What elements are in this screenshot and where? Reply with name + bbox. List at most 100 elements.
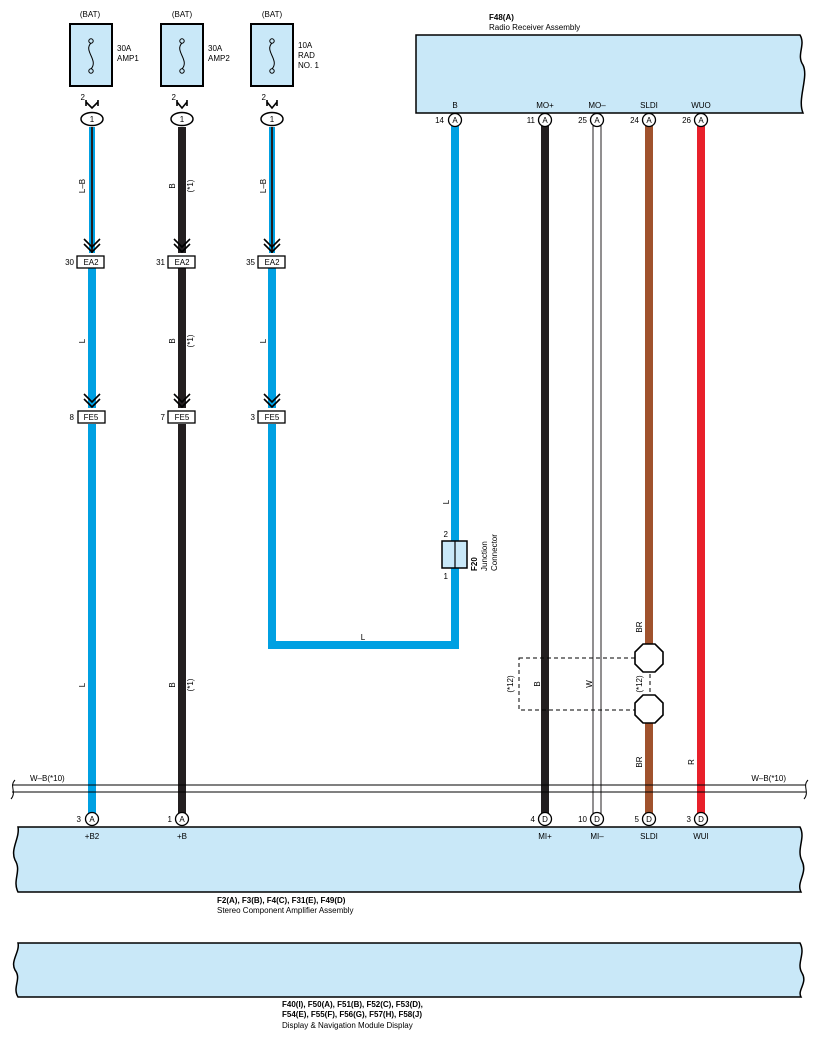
junction-pin-top: 2 (444, 530, 449, 539)
fuse-rating: 30A (208, 44, 223, 53)
radio-pin-name: WUO (691, 101, 711, 110)
ea2-label: EA2 (264, 258, 280, 267)
fuse-name: AMP1 (117, 54, 139, 63)
fuse-source: (BAT) (172, 10, 193, 19)
wire-wuo (697, 126, 705, 814)
amp-pin-conn: D (698, 815, 704, 824)
junction-name-2: Connector (490, 534, 499, 571)
amp-pin-num: 1 (168, 815, 173, 824)
fuse-pin: 2 (81, 93, 86, 102)
wire-color: L–B (259, 179, 268, 193)
junction-pin-bottom: 1 (444, 572, 449, 581)
wire-color: L (78, 338, 87, 343)
wire-amp2-circuit (178, 127, 186, 814)
fe5-label: FE5 (175, 413, 190, 422)
fe5-pin: 7 (161, 413, 166, 422)
radio-name: Radio Receiver Assembly (489, 23, 580, 32)
wire-mo-plus (541, 126, 549, 814)
amp-pin-num: 3 (77, 815, 82, 824)
bus-label-left: W–B(*10) (30, 774, 65, 783)
radio-code: F48(A) (489, 13, 514, 22)
amp-pins: 3 A 1 A 4 D 10 D 5 D 3 D (77, 811, 709, 827)
display-navigation-module: F40(I), F50(A), F51(B), F52(C), F53(D), … (12, 942, 805, 1030)
amp-pin-conn: D (646, 815, 652, 824)
mo-minus-color: W (585, 680, 594, 688)
wire-color: L–B (78, 179, 87, 193)
junction-wire-lower: L (361, 633, 366, 642)
amp-pin-conn: A (179, 815, 185, 824)
shield-section: (*12) (*12) B W BR BR R (506, 621, 696, 767)
radio-pin-conn: A (646, 116, 652, 125)
radio-pin-name: MO+ (536, 101, 554, 110)
ea2-pin: 30 (65, 258, 74, 267)
connector-pin: 1 (180, 115, 185, 124)
fuse-rating: 30A (117, 44, 132, 53)
junction-name: Junction (480, 541, 489, 571)
ground-bus: W–B(*10) W–B(*10) (10, 774, 809, 800)
display-codes-1: F40(I), F50(A), F51(B), F52(C), F53(D), (282, 1000, 423, 1009)
shield-note-right: (*12) (635, 675, 644, 693)
radio-pin-num: 24 (630, 116, 639, 125)
fe5-pin: 3 (251, 413, 256, 422)
wire-color-labels: L–B L L B (*1) B (*1) B (*1) L–B L L L (78, 179, 451, 692)
junction-connector-f20: 2 1 F20 Junction Connector (441, 530, 499, 581)
radio-pin-name: MO– (588, 101, 606, 110)
wire-color: B (168, 682, 177, 687)
wire-radio-b (451, 126, 459, 541)
amp-pin-num: 3 (687, 815, 692, 824)
amp-pin-name: +B (177, 832, 187, 841)
radio-pin-name: B (452, 101, 457, 110)
sldi-lower-color: BR (635, 756, 644, 767)
wire-note: (*1) (186, 179, 195, 192)
amp-pin-name: MI+ (538, 832, 552, 841)
fe5-label: FE5 (84, 413, 99, 422)
radio-pin-conn: A (542, 116, 548, 125)
radio-pin-name: SLDI (640, 101, 658, 110)
wire-note: (*1) (186, 678, 195, 691)
fe5-label: FE5 (265, 413, 280, 422)
display-codes-2: F54(E), F55(F), F56(G), F57(H), F58(J) (282, 1010, 422, 1019)
amp-pin-name: +B2 (85, 832, 100, 841)
wire-rad-circuit (268, 127, 459, 649)
connector-arrows (83, 100, 281, 409)
radio-pin-num: 25 (578, 116, 587, 125)
radio-pin-num: 14 (435, 116, 444, 125)
amp-pin-num: 5 (635, 815, 640, 824)
connector-pin: 1 (90, 115, 95, 124)
fe5-pin: 8 (70, 413, 75, 422)
amp-pin-num: 10 (578, 815, 587, 824)
amp-codes: F2(A), F3(B), F4(C), F31(E), F49(D) (217, 896, 346, 905)
wire-color: B (168, 183, 177, 188)
ea2-pin: 31 (156, 258, 165, 267)
radio-pin-conn: A (698, 116, 704, 125)
wire-sldi (645, 126, 653, 814)
fuse-pin: 2 (262, 93, 267, 102)
ea2-label: EA2 (174, 258, 190, 267)
radio-pin-num: 26 (682, 116, 691, 125)
display-name: Display & Navigation Module Display (282, 1021, 413, 1030)
wire-amp1-circuit (88, 127, 96, 814)
connector-fe5: FE5 8 FE5 7 FE5 3 (70, 410, 286, 424)
amp-pin-num: 4 (531, 815, 536, 824)
junction-code: F20 (470, 557, 479, 571)
fuse-amp1: (BAT) 30A AMP1 2 (69, 10, 139, 102)
fuse-rating: 10A (298, 41, 313, 50)
amp-name: Stereo Component Amplifier Assembly (217, 906, 354, 915)
wire-color: B (168, 338, 177, 343)
fuse-rad-no1: (BAT) 10A RAD NO. 1 2 (250, 10, 319, 102)
amp-pin-name: WUI (693, 832, 709, 841)
wire-note: (*1) (186, 334, 195, 347)
fuse-pin: 2 (172, 93, 177, 102)
fuse-name: AMP2 (208, 54, 230, 63)
mo-plus-color: B (533, 681, 542, 686)
junction-wire-upper: L (442, 499, 451, 504)
bus-label-right: W–B(*10) (751, 774, 786, 783)
wire-color: L (259, 338, 268, 343)
ea2-label: EA2 (83, 258, 99, 267)
amp-pin-conn: A (89, 815, 95, 824)
connector-ea2: EA2 30 EA2 31 EA2 35 (65, 255, 286, 269)
shield-note-left: (*12) (506, 675, 515, 693)
amp-pin-name: MI– (590, 832, 604, 841)
fuse-connector-pins: 1 1 1 (80, 111, 284, 127)
wire-color: L (78, 682, 87, 687)
